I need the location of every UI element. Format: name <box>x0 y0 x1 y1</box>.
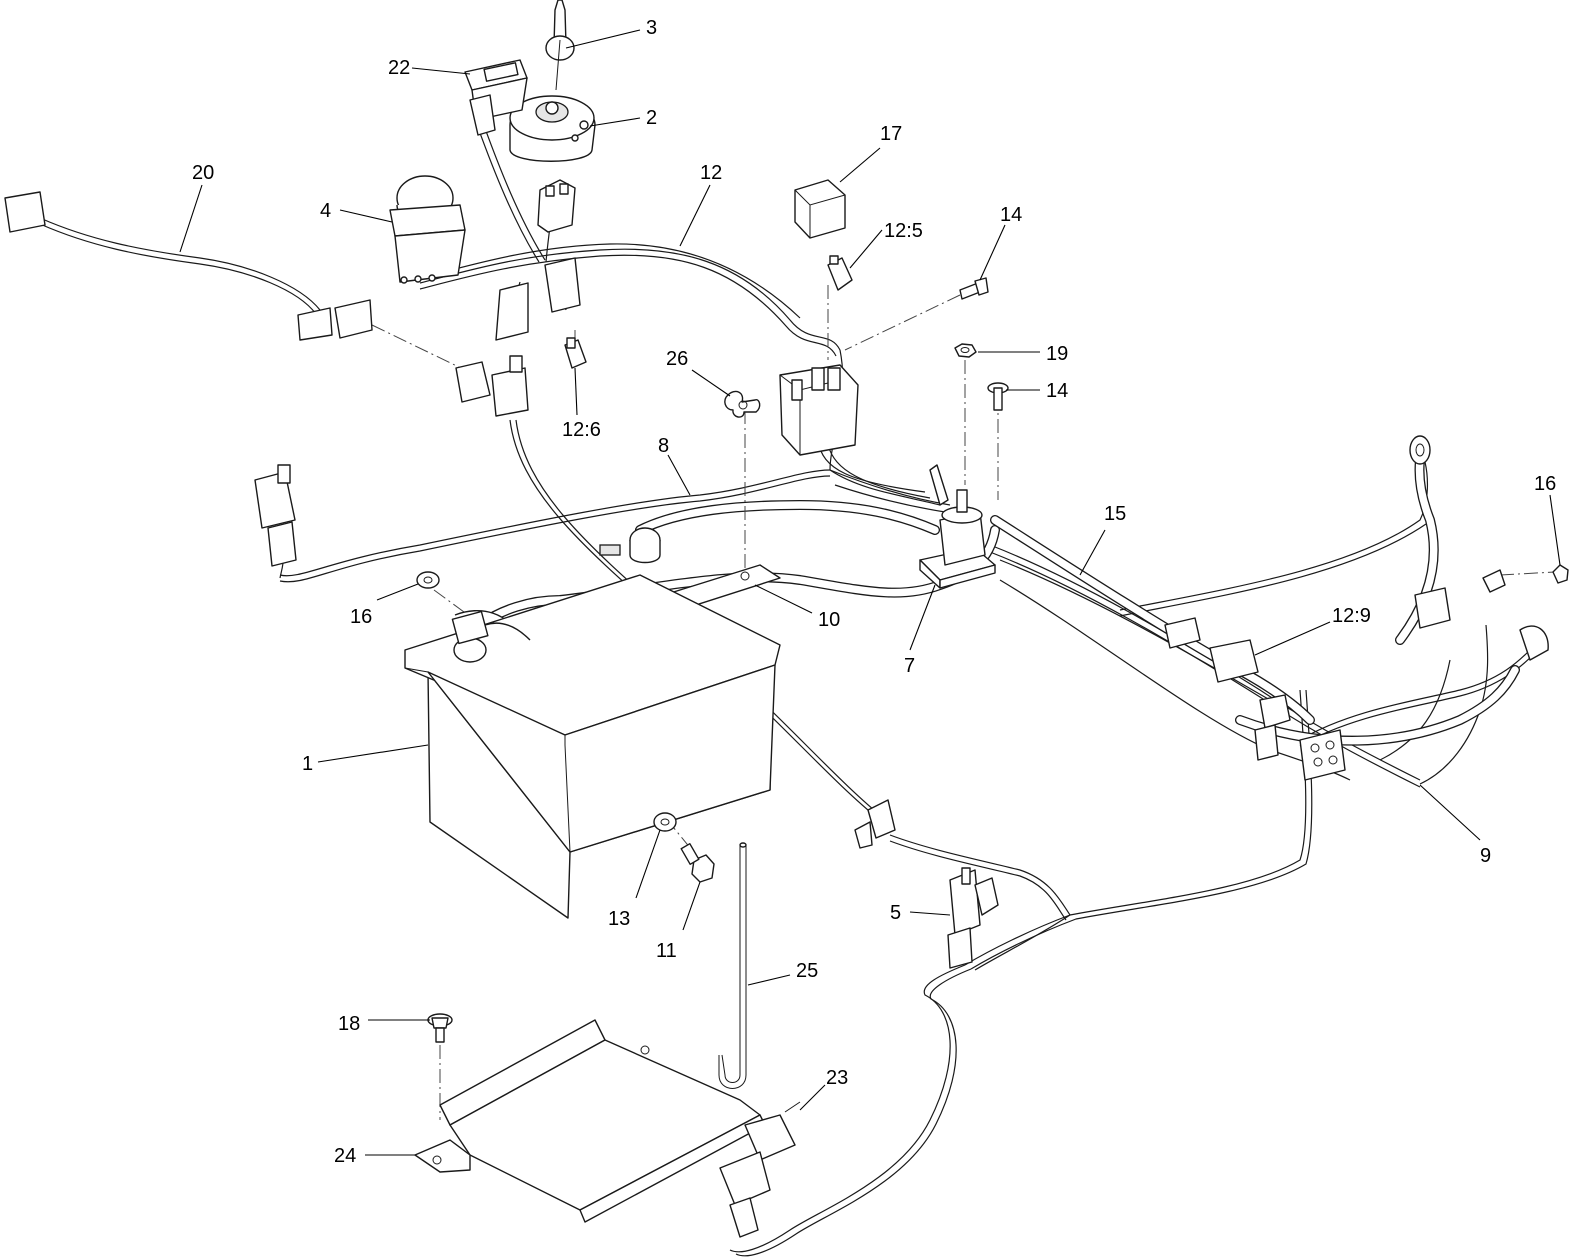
key-switch <box>509 95 596 162</box>
seat-switch <box>947 867 999 969</box>
callout-24: 24 <box>334 1145 356 1167</box>
callout-5: 5 <box>890 902 901 924</box>
callout-1: 1 <box>302 753 313 775</box>
tray-bolt <box>427 1013 453 1043</box>
seat-harness-connectors <box>4 191 373 341</box>
callout-16-right: 16 <box>1534 473 1556 495</box>
key <box>545 0 575 91</box>
callout-9: 9 <box>1480 845 1491 867</box>
left-interlock-switch <box>254 464 297 567</box>
relay <box>794 179 846 239</box>
callout-labels: 1 2 3 4 5 7 8 9 10 11 12 12:5 12:6 12:9 … <box>192 17 1556 1167</box>
callout-12: 12 <box>700 162 722 184</box>
wing-nut <box>724 390 761 418</box>
hour-meter-switch <box>464 59 528 136</box>
harness-wires <box>39 119 1535 1257</box>
nut <box>954 343 977 358</box>
callout-19: 19 <box>1046 343 1068 365</box>
callout-10: 10 <box>818 609 840 631</box>
fuse-12-5 <box>827 255 853 291</box>
callout-18: 18 <box>338 1013 360 1035</box>
hold-down-rod <box>718 842 747 1089</box>
brake-switch <box>719 1101 801 1238</box>
washer-battery <box>653 812 677 832</box>
right-harness-connectors <box>1254 435 1549 781</box>
washer-left <box>416 571 440 589</box>
fuse-block <box>779 364 859 456</box>
callout-12-6: 12:6 <box>562 419 601 441</box>
callout-12-9: 12:9 <box>1332 605 1371 627</box>
callout-23: 23 <box>826 1067 848 1089</box>
callout-14-lower: 14 <box>1046 380 1068 402</box>
callout-20: 20 <box>192 162 214 184</box>
callout-16-left: 16 <box>350 606 372 628</box>
inline-connector <box>854 799 896 849</box>
bolt-lower <box>987 382 1009 411</box>
callout-14-upper: 14 <box>1000 204 1022 226</box>
callout-17: 17 <box>880 123 902 145</box>
bolt-upper <box>959 277 989 300</box>
callout-7: 7 <box>904 655 915 677</box>
callout-15: 15 <box>1104 503 1126 525</box>
callout-11: 11 <box>656 940 677 962</box>
pto-switch <box>389 175 466 284</box>
battery <box>404 527 781 919</box>
callout-22: 22 <box>388 57 410 79</box>
callout-12-5: 12:5 <box>884 220 923 242</box>
callout-13: 13 <box>608 908 630 930</box>
battery-tray <box>414 1019 766 1223</box>
callout-4: 4 <box>320 200 331 222</box>
callout-8: 8 <box>658 435 669 457</box>
callout-26: 26 <box>666 348 688 370</box>
nut-right <box>1552 564 1569 584</box>
starter-solenoid <box>919 464 996 589</box>
leader-lines <box>179 29 1561 1156</box>
callout-2: 2 <box>646 107 657 129</box>
callout-3: 3 <box>646 17 657 39</box>
callout-25: 25 <box>796 960 818 982</box>
fuse-12-9 <box>1164 617 1259 683</box>
harness-connectors <box>495 179 587 369</box>
bolt-battery <box>680 843 715 883</box>
center-connectors <box>455 355 529 417</box>
